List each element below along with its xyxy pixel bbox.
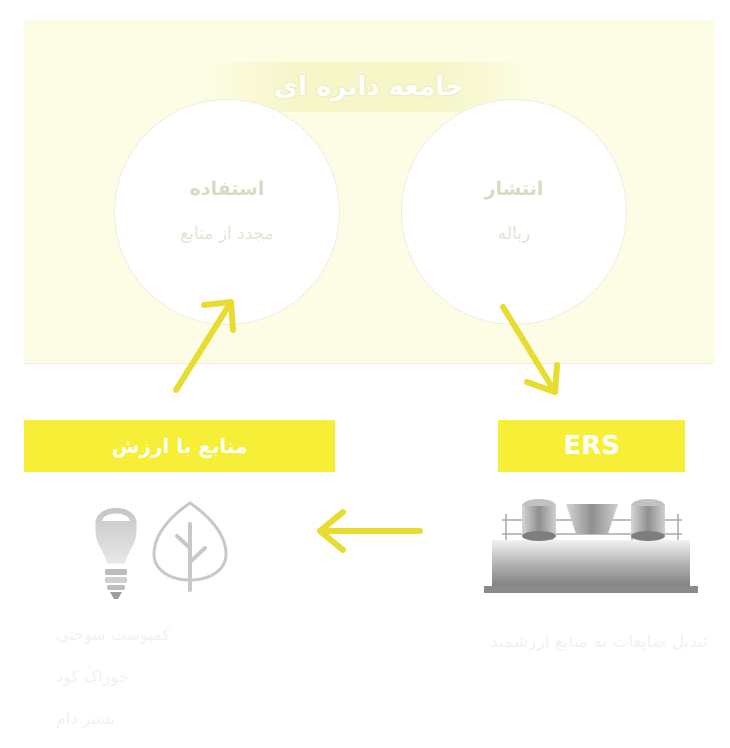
- ers-label: ERS: [498, 420, 685, 472]
- waste-emission-title: انتشار: [484, 178, 544, 200]
- list-item: خوراک کود: [56, 667, 129, 686]
- list-item: بستر دام: [56, 709, 115, 728]
- arrow-left-icon: [317, 509, 423, 553]
- conversion-description: تبدیل ضایعات به منابع ارزشمند: [489, 632, 708, 652]
- diagram-title: جامعه دایره ای: [24, 62, 714, 112]
- waste-emission-circle: انتشار زباله: [402, 100, 626, 324]
- resource-bullet-list: کمپوست سوختی خوراک کود بستر دام: [56, 622, 256, 748]
- reuse-title: استفاده: [189, 178, 265, 200]
- valuable-resources-label: منابع با ارزش: [24, 420, 335, 472]
- reuse-circle: استفاده مجدد از منابع: [115, 100, 339, 324]
- leaf-tree-icon: [152, 501, 228, 592]
- recycling-machine-icon: [484, 499, 698, 593]
- arrow-down-icon: [500, 304, 560, 395]
- reuse-subtitle: مجدد از منابع: [180, 224, 274, 244]
- waste-emission-subtitle: زباله: [497, 224, 531, 244]
- arrow-up-icon: [173, 299, 236, 393]
- light-bulb-icon: [92, 505, 140, 599]
- list-item: کمپوست سوختی: [56, 625, 170, 644]
